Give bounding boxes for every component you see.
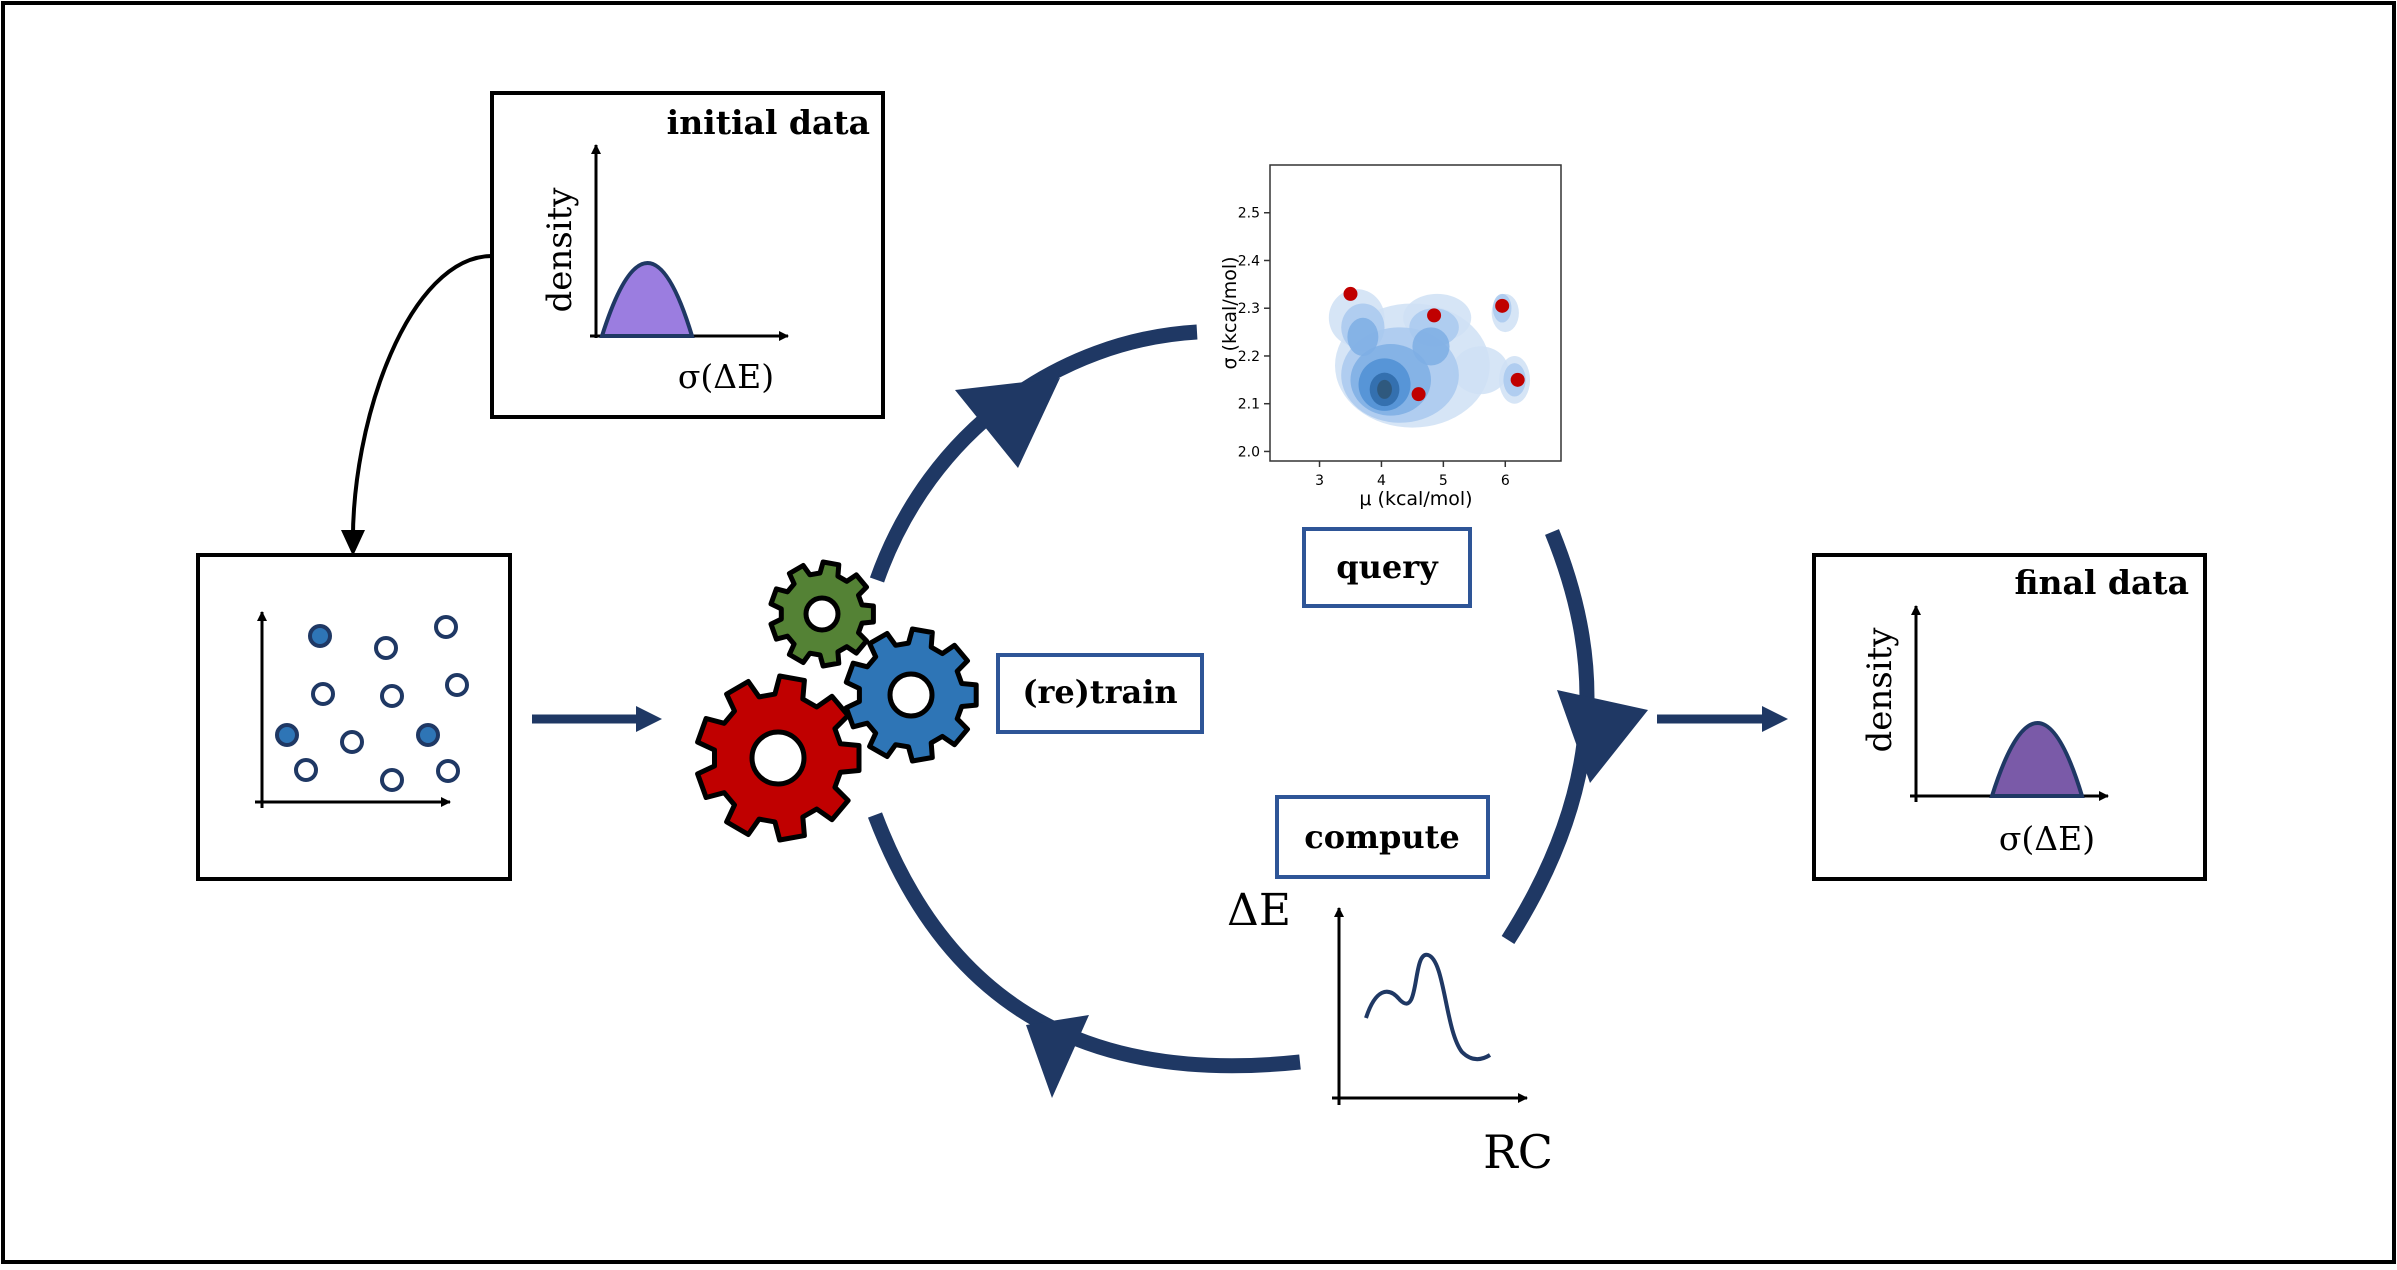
kde-y-tick-label: 2.1 <box>1238 397 1260 413</box>
compute-label: compute <box>1304 818 1459 856</box>
kde-x-tick-label: 4 <box>1377 473 1386 489</box>
kde-y-tick-label: 2.2 <box>1238 349 1260 365</box>
sample-point <box>445 673 469 697</box>
sample-point <box>380 684 404 708</box>
final-data-title: final data <box>2015 563 2189 602</box>
gear-hole <box>749 729 807 787</box>
initial-xlabel: σ(ΔE) <box>678 357 774 396</box>
kde-points <box>1343 286 1525 402</box>
sample-point <box>308 624 332 648</box>
sample-point <box>374 636 398 660</box>
cycle-arcs <box>867 324 1648 1098</box>
final-ylabel: density <box>1860 627 1900 753</box>
initial-data-panel: initial data density σ(ΔE) <box>490 91 885 419</box>
arrow-icon <box>1557 690 1648 783</box>
sample-points <box>275 615 469 792</box>
sample-point <box>436 759 460 783</box>
kde-density-region <box>1377 379 1392 399</box>
arc-train-to-query <box>869 324 1198 583</box>
energy-xlabel: RC <box>1483 1125 1553 1179</box>
initial-ylabel: density <box>540 187 580 313</box>
kde-density-region <box>1412 327 1450 366</box>
sample-point <box>434 615 458 639</box>
gear-red-icon <box>695 673 862 843</box>
initial-data-box <box>490 91 885 419</box>
query-label: query <box>1336 548 1439 586</box>
gear-hole <box>887 671 935 719</box>
kde-y-tick-label: 2.5 <box>1238 206 1260 222</box>
sample-point <box>275 723 299 747</box>
arrow-icon <box>636 706 662 732</box>
query-box <box>1302 527 1472 608</box>
arc-compute-to-train <box>867 812 1301 1074</box>
final-data-box <box>1812 553 2207 881</box>
sample-point <box>311 682 335 706</box>
kde-ticks: 3 4 5 6 2.0 2.1 2.2 2.3 2.4 2.5 <box>1238 206 1510 489</box>
kde-ylabel: σ (kcal/mol) <box>1219 256 1241 369</box>
sample-box <box>196 553 512 881</box>
kde-x-tick-label: 5 <box>1439 473 1448 489</box>
kde-query-point <box>1427 308 1442 323</box>
kde-density-region <box>1452 346 1509 395</box>
sample-panel <box>196 553 512 881</box>
arrow-icon <box>955 378 1060 468</box>
retrain-label: (re)train <box>1022 673 1177 711</box>
kde-density-blobs <box>1328 289 1531 428</box>
initial-to-sample-arrow <box>350 254 493 551</box>
kde-query-point <box>1343 286 1358 301</box>
kde-y-tick-label: 2.0 <box>1238 444 1260 460</box>
kde-x-tick-label: 6 <box>1501 473 1510 489</box>
sample-point <box>380 768 404 792</box>
sample-point <box>294 758 318 782</box>
arrow-icon <box>1762 706 1788 732</box>
arrow-icon <box>1026 1015 1089 1098</box>
query-density-chart: 3 4 5 6 2.0 2.1 2.2 2.3 2.4 2.5 μ (kcal/mol) σ (k… <box>1219 164 1562 510</box>
kde-density-region <box>1347 317 1379 356</box>
kde-query-point <box>1411 387 1426 402</box>
kde-query-point <box>1510 372 1525 387</box>
retrain-box <box>996 653 1204 734</box>
kde-query-point <box>1495 298 1510 313</box>
kde-y-tick-label: 2.3 <box>1238 301 1260 317</box>
compute-box <box>1275 795 1490 879</box>
gear-green-icon <box>768 559 876 669</box>
energy-plot: ΔE RC <box>1227 885 1553 1179</box>
energy-curve <box>1364 952 1492 1062</box>
arrow-icon <box>341 530 365 556</box>
sample-point <box>340 730 364 754</box>
final-density-curve <box>1989 721 2085 798</box>
gear-blue-icon <box>843 626 979 764</box>
final-xlabel: σ(ΔE) <box>1999 819 2095 858</box>
initial-density-curve <box>599 261 695 338</box>
energy-ylabel: ΔE <box>1227 885 1291 936</box>
sample-point <box>416 723 440 747</box>
initial-data-title: initial data <box>667 103 870 142</box>
final-data-panel: final data density σ(ΔE) <box>1812 553 2207 881</box>
kde-y-tick-label: 2.4 <box>1238 253 1260 269</box>
kde-xlabel: μ (kcal/mol) <box>1359 488 1472 510</box>
kde-x-tick-label: 3 <box>1315 473 1324 489</box>
gears-group <box>695 559 979 843</box>
gear-hole <box>803 595 841 633</box>
